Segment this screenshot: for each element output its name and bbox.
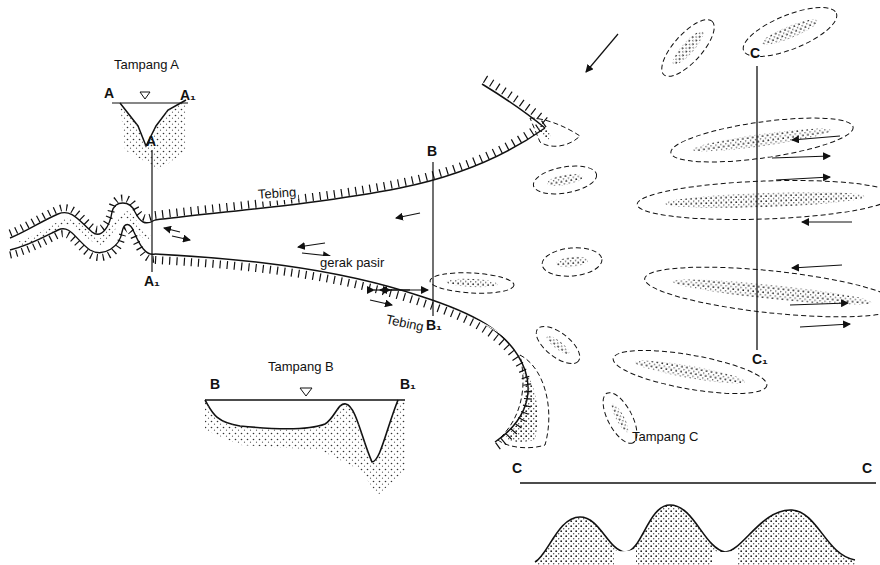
section-title: Tampang C [632,430,698,444]
section-letter: A [146,134,156,149]
section-title: Tampang B [268,360,334,374]
section-letter: B₁ [426,318,442,333]
section-letter: B [210,377,220,392]
section-letter: B₁ [400,377,416,392]
section-letter: C [750,46,760,61]
bank-label: Tebing [256,185,299,202]
section-letter: C [862,461,872,476]
section-letter: A₁ [144,274,160,289]
sand-movement-label: gerak pasir [318,256,386,270]
section-letter: A₁ [180,88,196,103]
section-letter: C [512,461,522,476]
section-letter: C₁ [752,352,768,367]
section-letter: A [104,86,114,101]
section-title: Tampang A [114,58,179,72]
bank-label: Tebing [383,312,427,335]
section-letter: B [427,144,437,159]
